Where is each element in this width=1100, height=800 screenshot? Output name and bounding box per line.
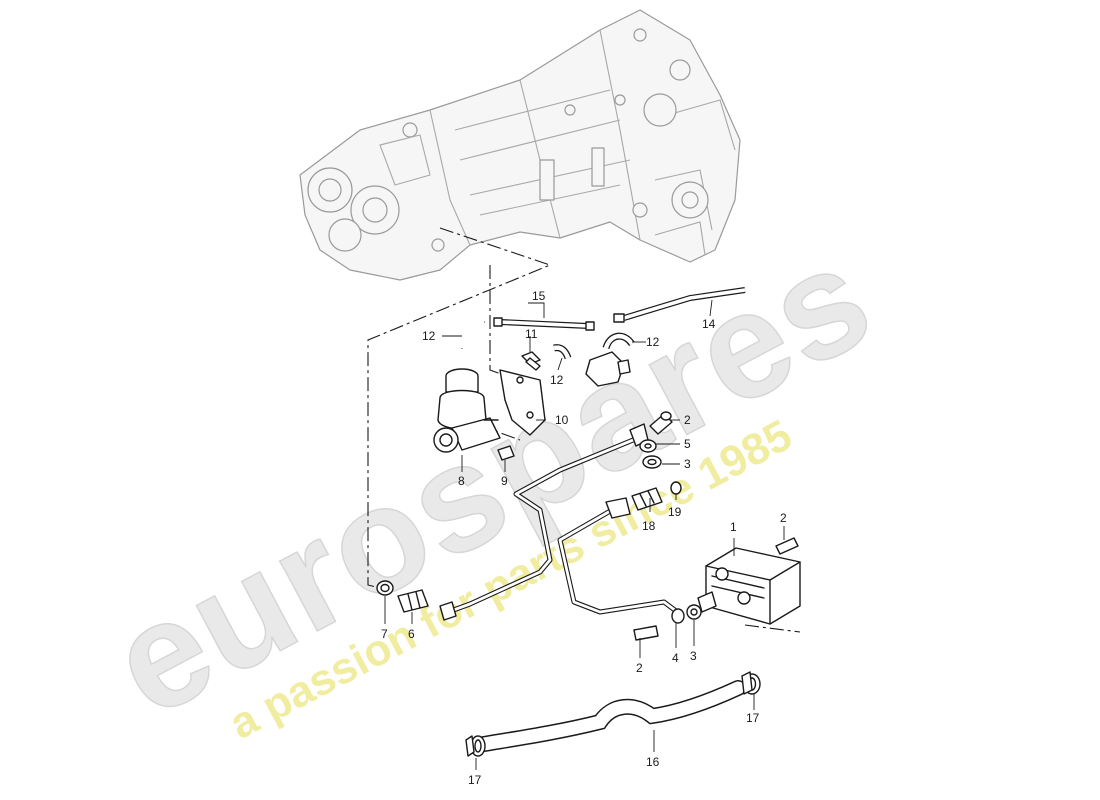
label-part-18: 18 (642, 519, 656, 533)
leader-lines (384, 299, 785, 770)
transmission-housing (299, 9, 741, 281)
label-part-6: 6 (408, 627, 415, 641)
hose-clamp-17-right (741, 671, 761, 695)
label-part-3-bottom: 3 (690, 649, 697, 663)
washer-5 (639, 439, 657, 453)
label-part-5: 5 (684, 437, 691, 451)
hose-12-mid (553, 344, 572, 360)
egr-valve (433, 368, 501, 453)
label-part-2-top: 2 (684, 413, 691, 427)
seal-7 (376, 580, 394, 596)
bolt-9 (497, 445, 515, 461)
label-part-7: 7 (381, 627, 388, 641)
seal-19 (670, 481, 682, 495)
washer-3-bottom (686, 604, 702, 620)
hose-clamp-17-left (465, 735, 486, 757)
label-part-12-right: 12 (646, 335, 660, 349)
union-6 (397, 589, 429, 613)
label-part-12-mid: 12 (550, 373, 564, 387)
label-part-17-right: 17 (746, 711, 760, 725)
label-part-4: 4 (672, 651, 679, 665)
hose-12-right (602, 332, 635, 350)
banjo-bolt-2-top (649, 411, 673, 435)
pipe-14 (613, 287, 746, 323)
label-part-10: 10 (555, 413, 569, 427)
watermark: eurospares a passion for parts since 198… (85, 210, 897, 749)
label-part-14: 14 (702, 317, 716, 331)
banjo-bolt-2-bottom (633, 625, 659, 641)
bracket (499, 369, 546, 436)
solenoid-valve (585, 351, 631, 387)
coolant-line (439, 423, 682, 621)
label-part-9: 9 (501, 474, 508, 488)
label-part-16: 16 (646, 755, 660, 769)
label-part-12-left: 12 (422, 329, 436, 343)
label-part-3-top: 3 (684, 457, 691, 471)
label-part-1: 1 (730, 520, 737, 534)
label-part-15: 15 (532, 289, 546, 303)
washer-3-top (642, 455, 662, 469)
label-part-19: 19 (668, 505, 682, 519)
label-part-11: 11 (525, 327, 538, 341)
label-part-8: 8 (458, 474, 465, 488)
label-part-2-right: 2 (780, 511, 787, 525)
part-labels: 15 14 12 11 12 12 10 2 5 3 8 9 18 19 1 2… (381, 289, 787, 787)
washer-4 (671, 608, 685, 624)
heat-exchanger (697, 547, 801, 625)
watermark-brand: eurospares (86, 211, 897, 748)
label-part-2-bottom: 2 (636, 661, 643, 675)
bolt-2-right (775, 537, 799, 555)
label-part-17-left: 17 (468, 773, 482, 787)
bolt-11 (521, 351, 541, 371)
fitting-18 (631, 487, 663, 511)
coolant-hose-16 (476, 680, 746, 752)
pipe-15 (493, 317, 595, 331)
hose-12-left (459, 319, 485, 349)
